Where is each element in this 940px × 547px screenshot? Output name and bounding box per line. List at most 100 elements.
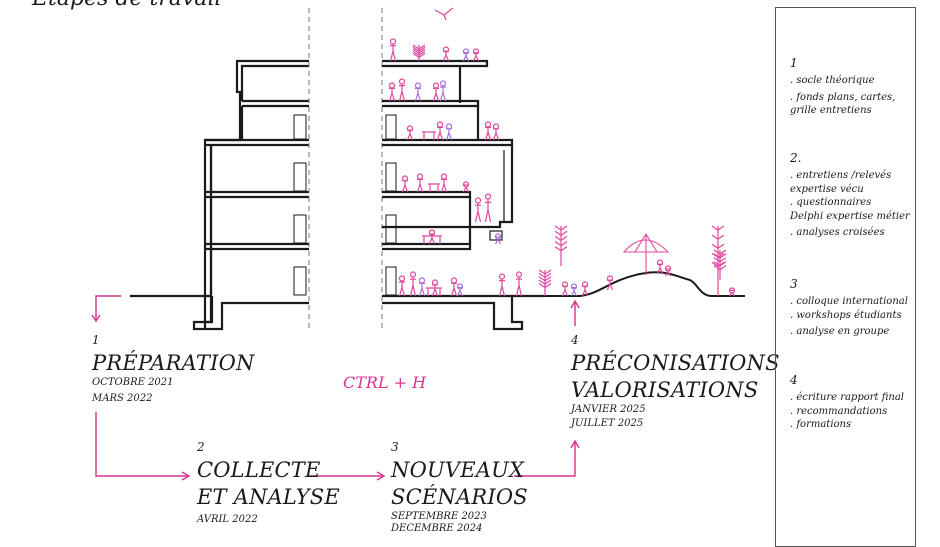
- side-item: grille entretiens: [790, 105, 872, 116]
- table-furniture: [428, 183, 440, 192]
- phase-3-date-start: SEPTEMBRE 2023: [391, 511, 487, 522]
- phase-2-title-line-1: COLLECTE: [197, 458, 321, 482]
- phase-4-title-line-2: VALORISATIONS: [571, 378, 759, 402]
- side-group-number: 2.: [790, 151, 802, 165]
- person-figure: [462, 48, 470, 62]
- person-figure: [418, 277, 426, 297]
- phase-4-date-end: JUILLET 2025: [571, 418, 644, 429]
- person-figure: [450, 277, 458, 297]
- side-item: . analyses croisées: [790, 227, 885, 238]
- side-group-1: 1 . socle théorique . fonds plans, carte…: [790, 56, 895, 118]
- side-item: . socle théorique: [790, 75, 875, 86]
- side-group-number: 3: [790, 277, 798, 291]
- phase-3-title-line-1: NOUVEAUX: [391, 458, 525, 482]
- phase-2-number: 2: [197, 440, 205, 454]
- phase-2-date: AVRIL 2022: [197, 514, 258, 525]
- existing-building-section: [130, 59, 309, 331]
- person-figure: [442, 46, 450, 62]
- side-item: . recommandations: [790, 405, 888, 417]
- person-figure: [581, 281, 589, 297]
- side-group-number: 1: [790, 56, 798, 70]
- side-item: . écriture rapport final: [790, 392, 905, 403]
- side-item: . entretiens /relevés: [790, 170, 892, 181]
- side-group-4: 4 . écriture rapport final . recommandat…: [790, 373, 904, 432]
- person-figure: [431, 279, 439, 297]
- person-figure: [398, 78, 406, 102]
- person-figure: [414, 82, 422, 102]
- new-building-section: [382, 59, 545, 331]
- side-item: . fonds plans, cartes,: [790, 91, 896, 103]
- side-item: . questionnaires: [790, 197, 872, 208]
- person-figure: [656, 259, 664, 275]
- parasol-icon: [622, 233, 670, 275]
- person-figure: [561, 281, 569, 297]
- person-figure: [398, 275, 406, 297]
- terrain-line: [545, 271, 745, 297]
- phase-1-date-end: MARS 2022: [92, 393, 153, 404]
- diagram-canvas: Étapes de travail: [32, 0, 916, 547]
- person-figure: [494, 233, 502, 245]
- phase-3-title-line-2: SCÉNARIOS: [391, 485, 528, 509]
- person-figure: [456, 283, 464, 297]
- phase-3-date-end: DECEMBRE 2024: [391, 523, 483, 534]
- person-figure: [498, 273, 506, 297]
- phase-1-title: PRÉPARATION: [92, 351, 255, 375]
- person-figure: [606, 275, 614, 291]
- person-figure: [728, 287, 736, 297]
- person-figure: [484, 193, 492, 223]
- side-item: . analyse en groupe: [790, 326, 890, 337]
- table-furniture: [422, 131, 436, 140]
- person-figure: [484, 121, 492, 141]
- person-figure: [428, 229, 436, 245]
- side-group-3: 3 . colloque international . workshops é…: [790, 277, 908, 339]
- person-figure: [409, 271, 417, 297]
- arrow-3-to-4: [514, 442, 576, 477]
- cut-lines: [308, 8, 383, 330]
- side-panel: 1 . socle théorique . fonds plans, carte…: [775, 7, 916, 547]
- tree-icon: [412, 44, 426, 61]
- person-figure: [515, 271, 523, 297]
- side-group-2: 2. . entretiens /relevés expertise vécu …: [790, 151, 910, 240]
- person-figure: [570, 283, 578, 297]
- table-furniture: [422, 235, 442, 244]
- table-furniture: [426, 287, 442, 296]
- phase-2-title-line-2: ET ANALYSE: [197, 485, 340, 509]
- side-item: . formations: [790, 419, 852, 430]
- person-figure: [416, 173, 424, 193]
- person-figure: [445, 123, 453, 141]
- person-figure: [406, 125, 414, 141]
- phase-4-number: 4: [571, 333, 579, 347]
- phase-1-date-start: OCTOBRE 2021: [92, 377, 174, 388]
- person-figure: [439, 80, 447, 102]
- page-title: Étapes de travail: [32, 0, 222, 11]
- tree-icon: [538, 269, 552, 296]
- person-figure: [492, 123, 500, 141]
- tree-icon: [554, 225, 568, 266]
- person-figure: [440, 173, 448, 193]
- person-figure: [664, 265, 672, 277]
- person-figure: [472, 48, 480, 62]
- phase-4-date-start: JANVIER 2025: [571, 404, 646, 415]
- side-group-number: 4: [790, 373, 798, 387]
- flow-arrows: [91, 295, 580, 481]
- arrow-1-to-2: [95, 412, 188, 477]
- person-figure: [401, 175, 409, 193]
- people-and-plants: [388, 38, 736, 297]
- side-item: . colloque international: [790, 296, 908, 307]
- person-figure: [432, 82, 440, 102]
- bird-icon: [434, 7, 454, 21]
- person-figure: [436, 121, 444, 141]
- side-item: Delphi expertise métier: [790, 210, 910, 222]
- side-item: . workshops étudiants: [790, 309, 902, 321]
- center-note: CTRL + H: [343, 373, 427, 392]
- person-figure: [389, 38, 397, 62]
- tree-icon: [713, 249, 727, 280]
- building-section-drawing: [91, 7, 745, 481]
- arrow-start: [95, 295, 121, 320]
- phase-1-number: 1: [92, 333, 100, 347]
- person-figure: [388, 82, 396, 102]
- phase-4-title-line-1: PRÉCONISATIONS: [571, 351, 780, 375]
- person-figure: [462, 181, 470, 193]
- side-item: expertise vécu: [790, 183, 864, 195]
- person-figure: [474, 197, 482, 223]
